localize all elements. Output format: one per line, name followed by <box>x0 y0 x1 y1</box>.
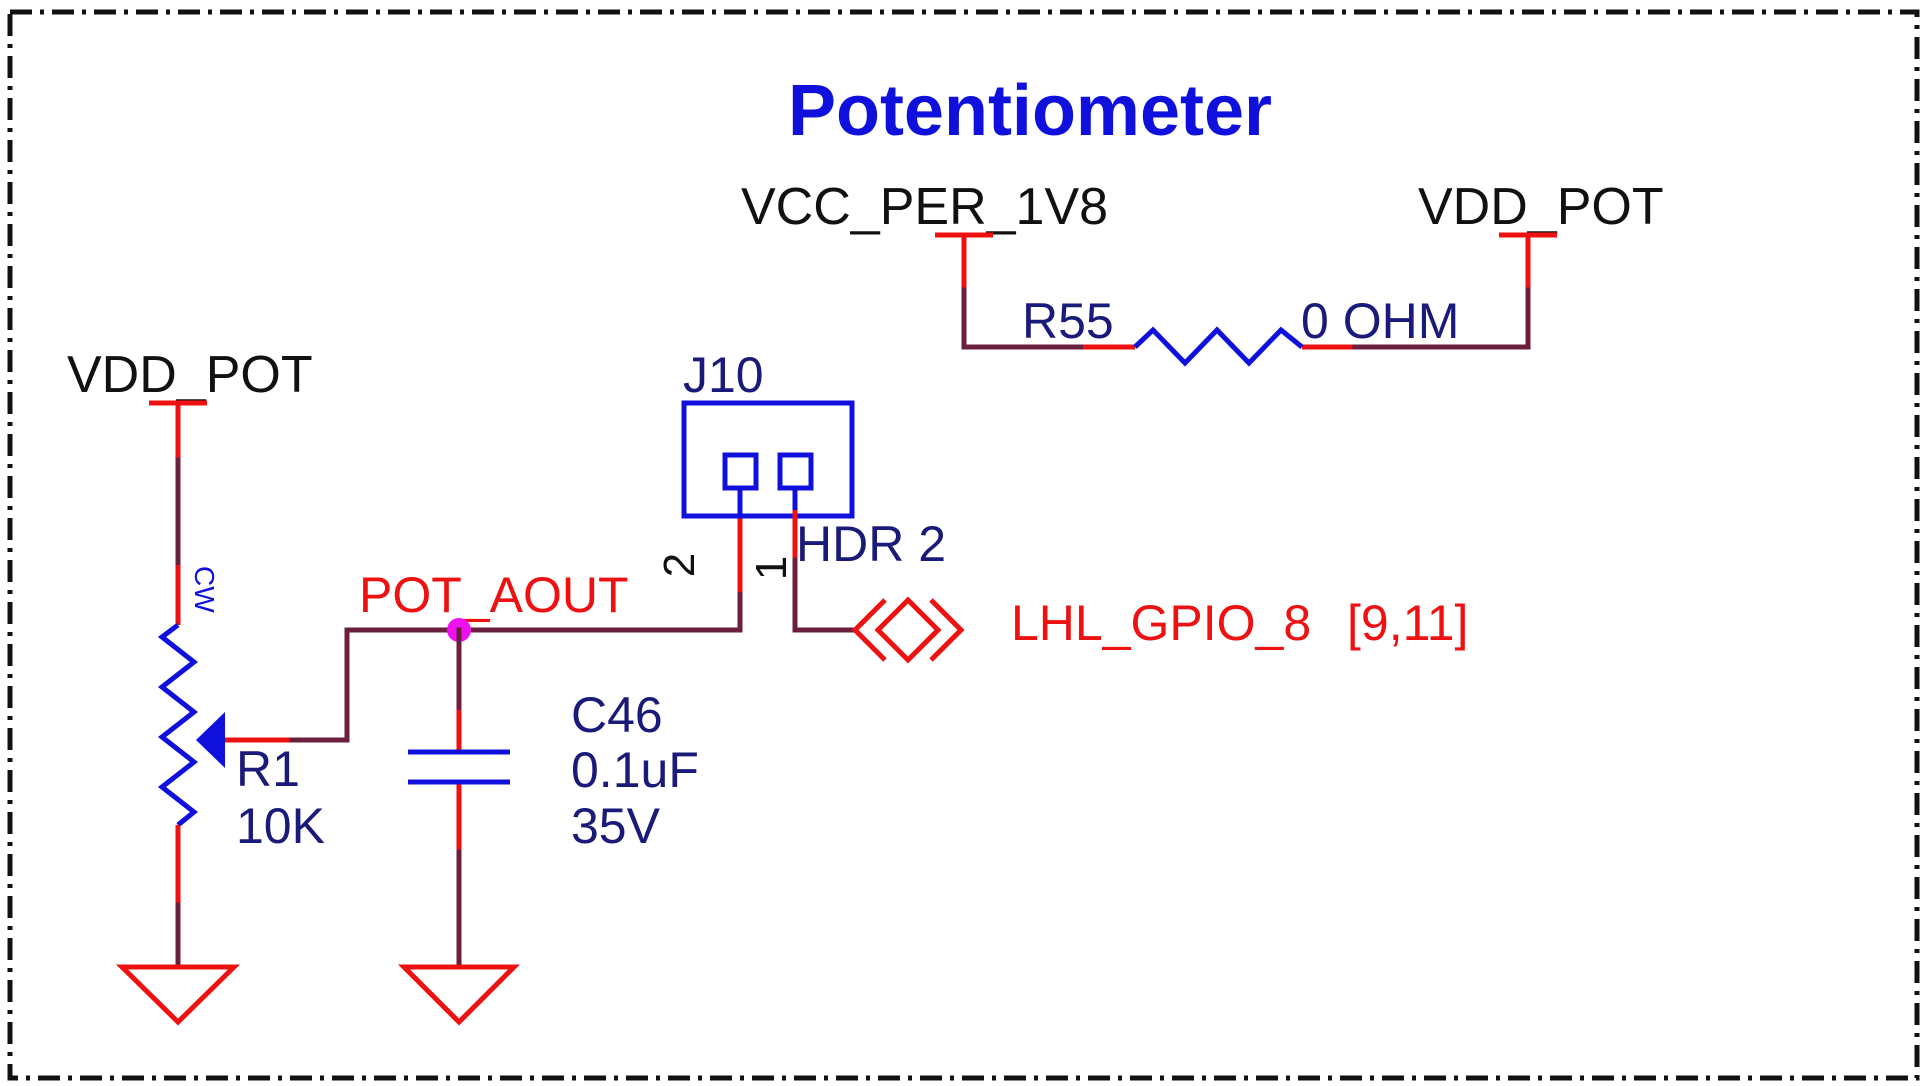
r55-resistor-symbol <box>1133 326 1304 367</box>
pot-aout-wire <box>344 589 743 743</box>
vcc-per-1v8-label: VCC_PER_1V8 <box>741 178 1108 236</box>
r1-ref: R1 <box>236 741 300 797</box>
c46-value: 0.1uF <box>571 742 699 798</box>
r1-wiper-arrow <box>196 712 350 768</box>
lhl-gpio-8-net-label: LHL_GPIO_8 <box>1011 595 1311 651</box>
r55-ref: R55 <box>1022 293 1114 349</box>
c46-voltage: 35V <box>571 798 661 854</box>
j10-pin2-pad <box>722 452 759 491</box>
sheet-border <box>7 9 1920 1081</box>
vcc-per-1v8-power-symbol <box>935 232 993 350</box>
c46-ref: C46 <box>571 687 663 743</box>
j10-pin2-number: 2 <box>655 553 704 577</box>
j10-pin1-pad <box>777 452 814 491</box>
r1-potentiometer-symbol <box>157 623 199 827</box>
r55-value: 0 OHM <box>1301 293 1459 349</box>
vdd-pot-left-label: VDD_POT <box>67 346 313 404</box>
j10-pin1-number: 1 <box>747 556 796 580</box>
vdd-pot-top-power-symbol <box>1499 232 1557 350</box>
c46-ground-icon <box>397 964 521 1026</box>
vdd-pot-left-power-symbol <box>149 400 207 625</box>
pot-aout-net-label: POT_AOUT <box>359 567 628 623</box>
j10-ref: J10 <box>683 347 764 403</box>
offpage-connector-icon <box>851 596 965 664</box>
r1-cw-label: CW <box>189 566 220 613</box>
lhl-gpio-8-sheet-refs: [9,11] <box>1347 595 1468 651</box>
r1-ground-icon <box>115 964 241 1026</box>
j10-header-body <box>681 400 855 519</box>
j10-type: HDR 2 <box>796 516 946 572</box>
schematic-title: Potentiometer <box>788 71 1272 151</box>
c46-capacitor-symbol <box>408 749 510 785</box>
vdd-pot-top-label: VDD_POT <box>1418 178 1664 236</box>
r1-value: 10K <box>236 798 325 854</box>
lhl-gpio-wire <box>792 557 856 633</box>
